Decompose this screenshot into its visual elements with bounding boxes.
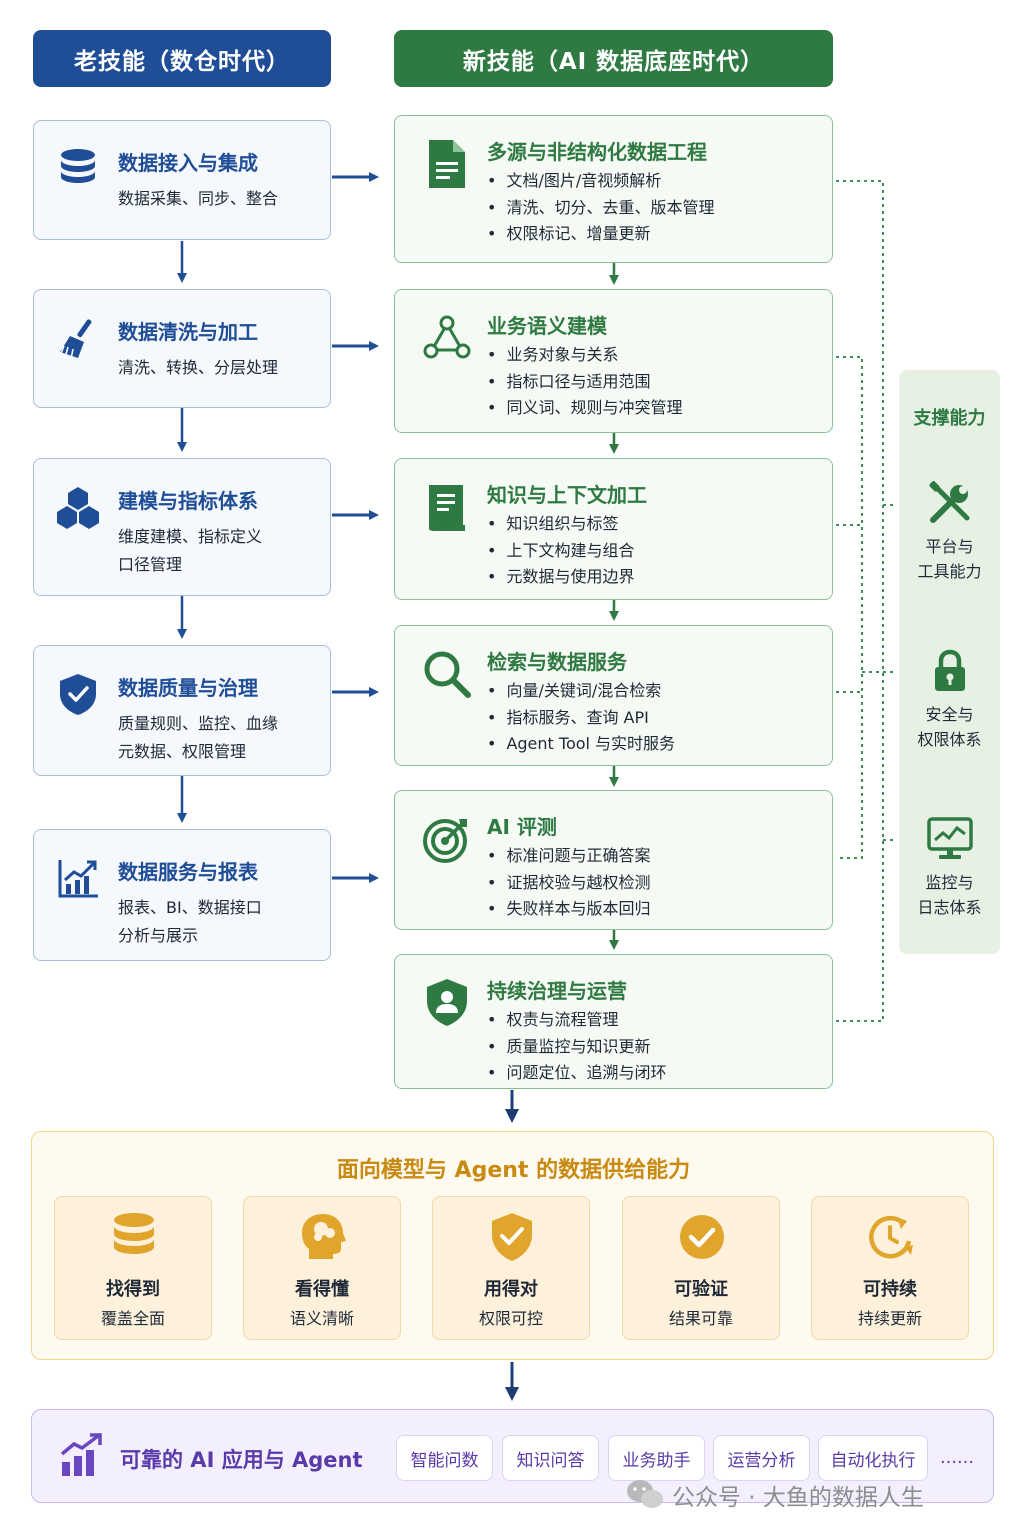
new-card-items: 向量/关键词/混合检索指标服务、查询 APIAgent Tool 与实时服务: [487, 678, 675, 758]
supply-card-usable: 用得对 权限可控: [432, 1196, 590, 1340]
old-card-modeling: 建模与指标体系 维度建模、指标定义口径管理: [33, 458, 331, 596]
new-card-retrieval: 检索与数据服务 向量/关键词/混合检索指标服务、查询 APIAgent Tool…: [394, 625, 833, 766]
broom-icon: [59, 319, 92, 360]
app-tag-automation: 自动化执行: [818, 1435, 928, 1481]
supply-card-title: 看得懂: [295, 1279, 349, 1300]
old-card-title: 数据质量与治理: [118, 676, 258, 700]
shield-check-icon: [60, 674, 96, 715]
new-card-items: 权责与流程管理质量监控与知识更新问题定位、追溯与闭环: [487, 1007, 666, 1087]
supply-card-findable: 找得到 覆盖全面: [54, 1196, 212, 1340]
supply-card-understandable: 看得懂 语义清晰: [243, 1196, 401, 1340]
supply-card-sub: 结果可靠: [668, 1309, 733, 1328]
new-card-title: 知识与上下文加工: [487, 483, 647, 507]
new-skills-header: 新技能（AI 数据底座时代）: [394, 30, 833, 87]
tools-icon: [928, 481, 969, 523]
supply-card-title: 用得对: [484, 1279, 538, 1300]
book-icon: [429, 485, 465, 531]
new-card-items: 文档/图片/音视频解析清洗、切分、去重、版本管理权限标记、增量更新: [487, 168, 714, 248]
supply-title: 面向模型与 Agent 的数据供给能力: [336, 1158, 691, 1183]
old-skills-header: 老技能（数仓时代）: [33, 30, 331, 87]
wechat-icon: [627, 1480, 663, 1508]
new-card-title: 业务语义建模: [487, 314, 607, 338]
old-card-data-cleaning: 数据清洗与加工 清洗、转换、分层处理: [33, 289, 331, 408]
new-card-knowledge-context: 知识与上下文加工 知识组织与标签上下文构建与组合元数据与使用边界: [394, 458, 833, 600]
old-card-data-ingestion: 数据接入与集成 数据采集、同步、整合: [33, 120, 331, 240]
supply-card-sub: 权限可控: [478, 1309, 543, 1328]
support-item-label: 安全与权限体系: [917, 705, 982, 749]
new-card-ongoing-governance: 持续治理与运营 权责与流程管理质量监控与知识更新问题定位、追溯与闭环: [394, 954, 833, 1089]
app-tag-smart-query: 智能问数: [396, 1435, 493, 1481]
watermark-text: 公众号 · 大鱼的数据人生: [672, 1485, 924, 1511]
database-icon: [114, 1213, 154, 1254]
supply-card-title: 可验证: [674, 1279, 728, 1300]
supply-card-verifiable: 可验证 结果可靠: [622, 1196, 780, 1340]
cubes-icon: [57, 487, 99, 529]
database-icon: [61, 149, 95, 183]
old-card-title: 数据服务与报表: [118, 860, 258, 884]
supply-card-sub: 覆盖全面: [100, 1309, 165, 1328]
support-capabilities-panel: 支撑能力 平台与工具能力 安全与权限体系 监控与日志体系: [899, 370, 1000, 954]
app-tag-operations-analysis: 运营分析: [713, 1435, 810, 1481]
monitor-icon: [926, 817, 973, 859]
support-item-security: 安全与权限体系: [899, 648, 1000, 752]
lock-icon: [934, 649, 965, 691]
new-card-items: 标准问题与正确答案证据校验与越权检测失败样本与版本回归: [487, 843, 650, 923]
support-item-platform: 平台与工具能力: [899, 480, 1000, 584]
target-icon: [423, 819, 467, 863]
graph-nodes-icon: [423, 315, 471, 359]
supply-card-sub: 语义清晰: [289, 1309, 354, 1328]
old-card-title: 数据清洗与加工: [118, 320, 258, 344]
supply-card-sub: 持续更新: [857, 1309, 922, 1328]
old-card-desc: 数据采集、同步、整合: [118, 189, 279, 208]
new-card-items: 知识组织与标签上下文构建与组合元数据与使用边界: [487, 511, 634, 591]
chart-growth-icon: [58, 860, 98, 898]
support-item-label: 平台与工具能力: [917, 537, 982, 581]
supply-card-sustainable: 可持续 持续更新: [811, 1196, 969, 1340]
new-card-ai-eval: AI 评测 标准问题与正确答案证据校验与越权检测失败样本与版本回归: [394, 790, 833, 930]
app-tag-knowledge-qa: 知识问答: [502, 1435, 599, 1481]
check-circle-icon: [680, 1215, 724, 1259]
new-card-title: AI 评测: [487, 815, 557, 839]
app-tag-business-assistant: 业务助手: [608, 1435, 705, 1481]
support-item-monitoring: 监控与日志体系: [899, 816, 1000, 920]
data-supply-section: 面向模型与 Agent 的数据供给能力 找得到 覆盖全面 看得懂 语义清晰 用得…: [31, 1131, 994, 1360]
ai-applications-bar: 可靠的 AI 应用与 Agent 智能问数 知识问答 业务助手 运营分析 自动化…: [31, 1409, 994, 1503]
support-title: 支撑能力: [913, 408, 986, 429]
chart-growth-icon: [60, 1433, 102, 1476]
new-card-items: 业务对象与关系指标口径与适用范围同义词、规则与冲突管理: [487, 342, 682, 422]
search-icon: [424, 651, 471, 698]
old-card-desc: 质量规则、监控、血缘元数据、权限管理: [118, 714, 279, 761]
supply-card-title: 可持续: [863, 1279, 917, 1300]
new-card-title: 检索与数据服务: [487, 650, 627, 674]
document-icon: [429, 140, 465, 188]
applications-title: 可靠的 AI 应用与 Agent: [120, 1448, 363, 1472]
new-card-unstructured-data: 多源与非结构化数据工程 文档/图片/音视频解析清洗、切分、去重、版本管理权限标记…: [394, 115, 833, 263]
old-card-title: 数据接入与集成: [118, 151, 258, 175]
old-card-desc: 报表、BI、数据接口分析与展示: [118, 898, 262, 945]
old-card-reporting: 数据服务与报表 报表、BI、数据接口分析与展示: [33, 829, 331, 961]
clock-refresh-icon: [869, 1215, 913, 1259]
new-card-title: 持续治理与运营: [487, 979, 627, 1003]
new-card-semantic-modeling: 业务语义建模 业务对象与关系指标口径与适用范围同义词、规则与冲突管理: [394, 289, 833, 433]
old-card-title: 建模与指标体系: [118, 489, 258, 513]
old-card-desc: 清洗、转换、分层处理: [118, 358, 279, 377]
new-card-title: 多源与非结构化数据工程: [487, 140, 707, 164]
app-tag-more: ……: [940, 1448, 974, 1468]
support-item-label: 监控与日志体系: [917, 873, 982, 917]
shield-check-icon: [492, 1213, 532, 1261]
shield-user-icon: [427, 979, 467, 1026]
old-card-desc: 维度建模、指标定义口径管理: [118, 527, 263, 574]
brain-head-icon: [302, 1214, 346, 1259]
supply-card-title: 找得到: [106, 1279, 160, 1300]
old-card-quality: 数据质量与治理 质量规则、监控、血缘元数据、权限管理: [33, 645, 331, 776]
